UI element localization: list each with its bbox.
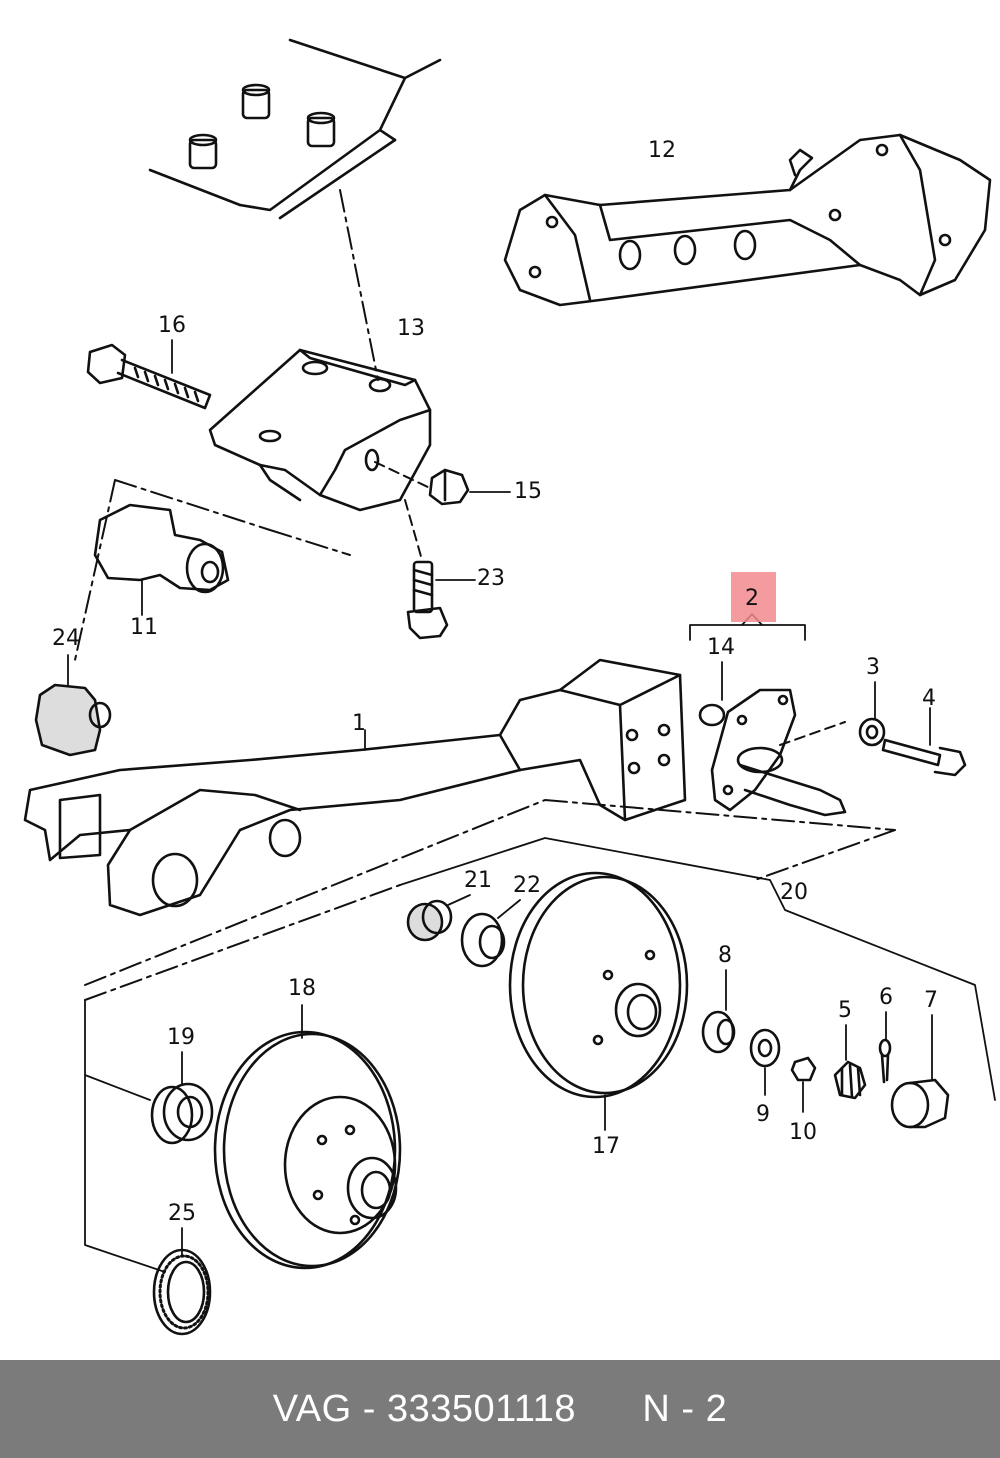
dash-bolt-23 — [404, 499, 423, 561]
callout-label-14: 14 — [707, 635, 735, 660]
callout-label-5: 5 — [838, 998, 852, 1023]
callout-label-10: 10 — [789, 1120, 817, 1145]
brand-label: VAG — [272, 1387, 352, 1430]
leader-21 — [447, 894, 471, 906]
part-number: 333501118 — [386, 1387, 577, 1430]
rubber-bushing — [93, 503, 230, 594]
lock-cap — [833, 1060, 867, 1100]
spacer-sleeve — [698, 703, 726, 727]
callout-label-15: 15 — [514, 479, 542, 504]
flange-bolt — [406, 560, 449, 640]
callout-label-11: 11 — [130, 615, 158, 640]
mounting-bracket — [208, 348, 432, 512]
callout-label-7: 7 — [924, 988, 938, 1013]
nut — [428, 468, 470, 506]
axle-bolt — [881, 738, 967, 777]
callout-label-13: 13 — [397, 316, 425, 341]
inner-bearing — [406, 899, 453, 942]
body-floor-panel — [148, 38, 442, 220]
rear-axle-beam — [23, 658, 687, 917]
callout-label-22: 22 — [513, 873, 541, 898]
highlighted-callout-box — [731, 572, 776, 622]
callout-label-8: 8 — [718, 943, 732, 968]
footer-gap — [576, 1388, 642, 1431]
stub-axle-flange — [710, 688, 847, 817]
callout-label-23: 23 — [477, 566, 505, 591]
callout-label-9: 9 — [756, 1102, 770, 1127]
callout-label-21: 21 — [464, 868, 492, 893]
grease-cap — [890, 1078, 950, 1129]
dash-bushing-frame — [74, 479, 351, 661]
footer-separator: - — [351, 1387, 387, 1430]
callout-label-4: 4 — [922, 686, 936, 711]
callout-label-20: 20 — [780, 880, 808, 905]
dash-to-nut — [374, 461, 431, 489]
callout-label-24: 24 — [52, 626, 80, 651]
wheel-bearing — [150, 1082, 214, 1145]
sensor-ring — [152, 1248, 212, 1336]
callout-label-17: 17 — [592, 1134, 620, 1159]
group-frame-disc — [84, 999, 166, 1273]
dash-centerline-top — [339, 189, 379, 381]
crossmember-bracket — [503, 133, 992, 307]
washer — [858, 717, 886, 747]
callout-label-16: 16 — [158, 313, 186, 338]
hex-bolt — [86, 343, 212, 410]
thrust-washer — [749, 1028, 781, 1068]
callout-label-12: 12 — [648, 138, 676, 163]
callout-label-3: 3 — [866, 655, 880, 680]
rubber-stop — [34, 683, 112, 757]
dash-stub — [779, 721, 846, 746]
callout-label-18: 18 — [288, 976, 316, 1001]
leader-22 — [497, 899, 521, 919]
axle-nut — [790, 1056, 817, 1082]
dash-axle-frame — [84, 799, 896, 986]
part-number-footer: VAG - 333501118 N - 2 — [0, 1360, 1000, 1458]
brake-disc — [213, 1030, 402, 1270]
callout-label-6: 6 — [879, 985, 893, 1010]
position-label: N - 2 — [642, 1387, 728, 1430]
callout-label-2: 2 — [745, 586, 759, 611]
split-pin — [878, 1038, 892, 1084]
group-frame-20 — [399, 837, 996, 1101]
exploded-parts-diagram — [23, 38, 996, 1336]
dash-disc-frame — [84, 884, 401, 1001]
callout-label-1: 1 — [352, 711, 366, 736]
outer-bearing — [701, 1010, 736, 1054]
brake-drum — [508, 871, 689, 1099]
callout-label-19: 19 — [167, 1025, 195, 1050]
callout-label-25: 25 — [168, 1201, 196, 1226]
roller-bearing — [460, 912, 506, 968]
